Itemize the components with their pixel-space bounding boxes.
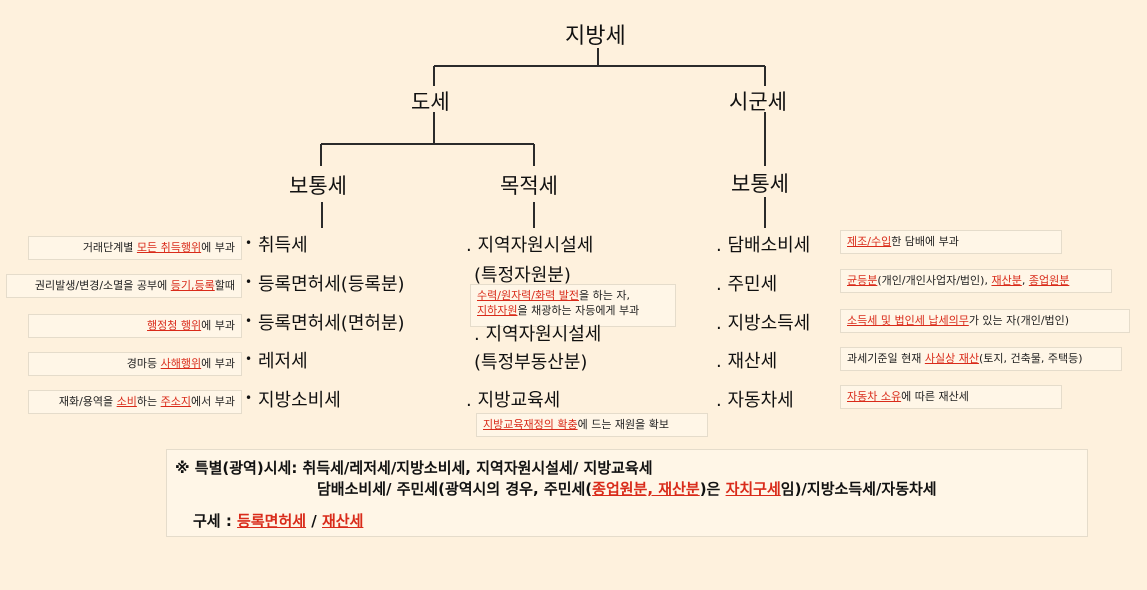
item-acquisition-tax: 취득세: [258, 235, 308, 256]
node-ordinary-tax-left: 보통세: [289, 174, 347, 198]
node-municipal-tax: 시군세: [729, 90, 787, 114]
footer-metro-tax-line-2: 담배소비세/ 주민세(광역시의 경우, 주민세(종업원분, 재산분)은 자치구세…: [317, 480, 937, 498]
root-node: 지방세: [565, 24, 626, 49]
item-tobacco-tax: . 담배소비세: [716, 235, 811, 256]
node-provincial-tax: 도세: [411, 90, 450, 114]
node-purpose-tax: 목적세: [500, 174, 558, 198]
footer-note-box: ※ 특별(광역)시세: 취득세/레저세/지방소비세, 지역자원시설세/ 지방교육…: [166, 449, 1088, 537]
bullet: •: [245, 236, 253, 250]
note-property: 과세기준일 현재 사실상 재산(토지, 건축물, 주택등): [840, 347, 1122, 371]
node-ordinary-tax-right: 보통세: [731, 172, 789, 196]
note-leisure: 경마등 사해행위에 부과: [28, 352, 242, 376]
note-registration: 권리발생/변경/소멸을 공부에 등기,등록할때: [6, 274, 242, 298]
item-resident-tax: . 주민세: [716, 274, 778, 295]
item-registration-tax: 등록면허세(등록분): [258, 274, 405, 295]
item-license-tax: 등록면허세(면허분): [258, 313, 405, 334]
item-local-consumption-tax: 지방소비세: [258, 390, 341, 411]
note-vehicle: 자동차 소유에 따른 재산세: [840, 385, 1062, 409]
note-specific-resource: 수력/원자력/화력 발전을 하는 자, 지하자원을 채광하는 자등에게 부과: [470, 284, 676, 327]
item-local-education-tax: . 지방교육세: [466, 390, 561, 411]
footer-metro-tax-line: ※ 특별(광역)시세: 취득세/레저세/지방소비세, 지역자원시설세/ 지방교육…: [175, 459, 653, 477]
note-resident: 균등분(개인/개인사업자/법인), 재산분, 종업원분: [840, 269, 1112, 293]
item-regional-resource-tax-2-sub: (특정부동산분): [474, 352, 588, 373]
item-leisure-tax: 레저세: [258, 351, 308, 372]
footer-district-tax-line: 구세 : 등록면허세 / 재산세: [193, 512, 364, 530]
bullet: •: [245, 352, 253, 366]
bullet: •: [245, 275, 253, 289]
item-local-income-tax: . 지방소득세: [716, 313, 811, 334]
item-regional-resource-tax-1: . 지역자원시설세: [466, 235, 594, 256]
item-regional-resource-tax-2: . 지역자원시설세: [474, 324, 602, 345]
note-local-income: 소득세 및 법인세 납세의무가 있는 자(개인/법인): [840, 309, 1130, 333]
note-tobacco: 제조/수입한 담배에 부과: [840, 230, 1062, 254]
note-local-consumption: 재화/용역을 소비하는 주소지에서 부과: [28, 390, 242, 414]
bullet: •: [245, 314, 253, 328]
bullet: •: [245, 391, 253, 405]
item-regional-resource-tax-1-sub: (특정자원분): [474, 265, 571, 286]
note-local-education: 지방교육재정의 확충에 드는 재원을 확보: [476, 413, 708, 437]
note-license: 행정청 행위에 부과: [28, 314, 242, 338]
item-property-tax: . 재산세: [716, 351, 778, 372]
item-vehicle-tax: . 자동차세: [716, 390, 794, 411]
note-acquisition: 거래단계별 모든 취득행위에 부과: [28, 236, 242, 260]
